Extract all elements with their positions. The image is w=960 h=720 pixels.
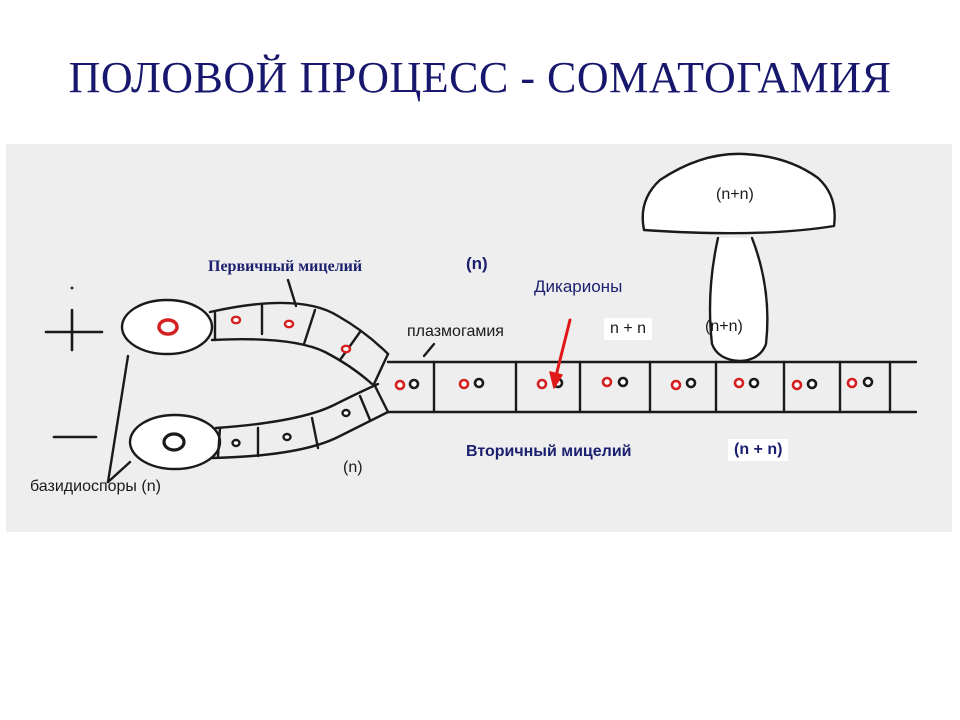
secondary-mycelium-ploidy: (n + n)	[728, 439, 789, 461]
nucleus-black	[341, 408, 351, 418]
stipe-ploidy: (n+n)	[705, 318, 743, 335]
plasmogamy-label: плазмогамия	[407, 323, 504, 340]
spore-minus-nucleus	[162, 432, 186, 452]
nucleus-red	[340, 344, 352, 354]
lower-hypha-ploidy: (n)	[343, 459, 363, 476]
dikaryon-pair	[846, 376, 874, 389]
dikaryon-pair	[394, 378, 420, 391]
speck	[70, 286, 74, 290]
dikaryons-label: Дикарионы	[534, 277, 623, 296]
spore-plus-nucleus	[157, 318, 179, 336]
secondary-mycelium-hypha	[386, 360, 918, 414]
basidiospore-pointer-lower	[106, 460, 132, 484]
basidiospores-label: базидиоспоры (n)	[30, 478, 161, 495]
primary-mycelium-pointer	[286, 278, 298, 308]
nucleus-black	[231, 438, 241, 448]
dikaryon-ploidy-box: n + n	[604, 318, 653, 340]
lower-primary-hypha	[210, 382, 390, 460]
dikaryon-pair	[458, 377, 485, 390]
dikaryon-pair	[733, 377, 760, 389]
cap-ploidy: (n+n)	[716, 186, 754, 203]
slide-title: ПОЛОВОЙ ПРОЦЕСС - СОМАТОГАМИЯ	[68, 53, 892, 102]
basidiospore-pointer-upper	[106, 354, 130, 484]
secondary-mycelium-label: Вторичный мицелий	[466, 443, 632, 460]
mushroom-cap	[641, 152, 836, 235]
dikaryon-arrow	[549, 318, 572, 389]
primary-mycelium-ploidy: (n)	[466, 254, 488, 273]
plasmogamy-junction	[372, 352, 390, 414]
dikaryon-pair	[791, 378, 818, 391]
mushroom-stipe	[708, 236, 769, 363]
dikaryon-pair	[601, 376, 629, 388]
nucleus-red	[230, 315, 242, 325]
nucleus-red	[283, 319, 295, 329]
upper-primary-hypha	[208, 301, 390, 386]
plasmogamy-pointer	[422, 342, 436, 358]
primary-mycelium-label: Первичный мицелий	[208, 258, 363, 275]
dikaryon-pair	[670, 377, 697, 391]
nucleus-black	[282, 432, 292, 442]
